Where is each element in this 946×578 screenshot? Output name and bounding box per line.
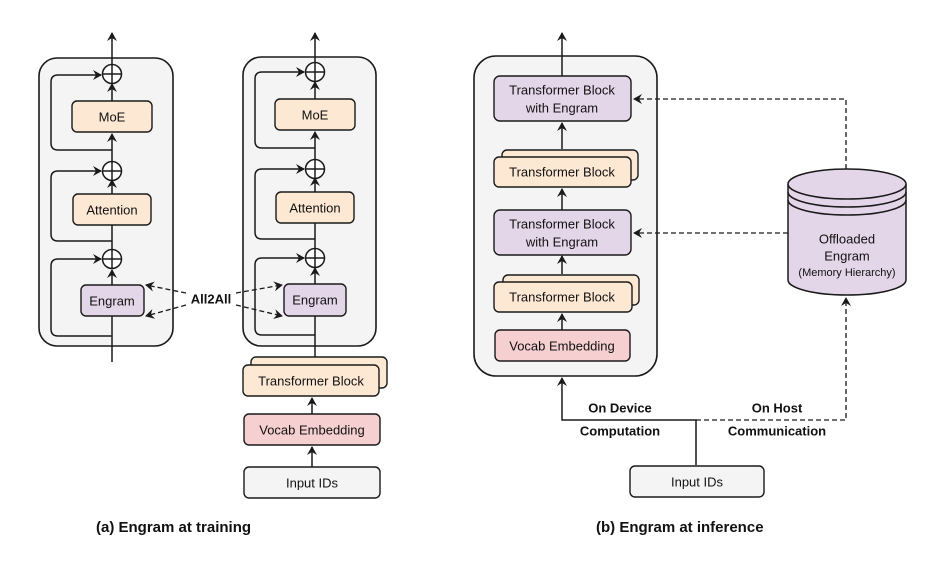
vocab-embedding-label: Vocab Embedding xyxy=(259,423,365,438)
tb-engram-mid-block xyxy=(493,209,632,256)
input-ids-label: Input IDs xyxy=(671,475,724,490)
input-ids-block xyxy=(629,465,765,498)
tb-engram-mid-line2: with Engram xyxy=(525,235,598,250)
tb-upper-label: Transformer Block xyxy=(509,165,615,180)
tb-engram-top-line2: with Engram xyxy=(525,101,598,116)
residual-moe xyxy=(50,70,112,151)
add-node xyxy=(304,158,326,180)
residual-engram xyxy=(50,254,112,337)
input-ids-label: Input IDs xyxy=(286,476,339,491)
all2all-label: All2All xyxy=(191,292,231,307)
computation-label: Computation xyxy=(580,424,660,439)
attention-block xyxy=(72,193,152,226)
moe-block xyxy=(71,100,153,133)
on-device-label: On Device xyxy=(588,401,652,416)
storage-label-line2: Engram xyxy=(824,249,870,264)
dashed-storage-to-top-engram xyxy=(633,94,847,169)
storage-label-line3: (Memory Hierarchy) xyxy=(798,267,895,279)
all2all-dashed-arrow xyxy=(145,281,187,294)
residual-attention xyxy=(254,164,315,240)
moe-label: MoE xyxy=(302,108,329,123)
training-input-path: Transformer Block Vocab Embedding Input … xyxy=(242,356,388,499)
engram-block xyxy=(283,283,347,317)
add-node xyxy=(101,160,123,182)
transformer-block-label: Transformer Block xyxy=(258,374,364,389)
engram-label: Engram xyxy=(292,293,338,308)
moe-label: MoE xyxy=(99,110,126,125)
tb-lower-label: Transformer Block xyxy=(509,290,615,305)
input-ids-block xyxy=(243,466,381,499)
attention-label: Attention xyxy=(289,201,340,216)
engram-block xyxy=(80,284,145,317)
transformer-block xyxy=(242,364,380,397)
storage-cylinder-body xyxy=(787,184,907,296)
host-path xyxy=(696,297,851,421)
communication-label: Communication xyxy=(728,424,826,439)
add-node xyxy=(101,63,123,85)
tb-engram-mid-line1: Transformer Block xyxy=(509,217,615,232)
all2all-dashed-arrow xyxy=(145,304,187,319)
attention-label: Attention xyxy=(86,203,137,218)
tb-upper-block xyxy=(493,156,632,188)
all2all-connections: All2All xyxy=(145,281,283,320)
caption-inference: (b) Engram at inference xyxy=(596,519,764,536)
moe-block xyxy=(274,98,356,131)
training-left-stack: MoE Attention Engram xyxy=(38,32,174,362)
residual-attention xyxy=(50,166,112,242)
inference-stack: Transformer Block with Engram Transforme… xyxy=(473,32,658,377)
on-host-label: On Host xyxy=(752,401,803,416)
vocab-embedding-block xyxy=(494,329,631,362)
training-right-stack: MoE Attention Engram xyxy=(242,32,377,365)
tb-engram-top-block xyxy=(493,75,632,122)
engram-label: Engram xyxy=(89,294,135,309)
storage-cylinder-top xyxy=(787,168,907,200)
tb-lower-block xyxy=(493,281,633,313)
tb-engram-top-line1: Transformer Block xyxy=(509,83,615,98)
offloaded-engram-storage: Offloaded Engram (Memory Hierarchy) xyxy=(787,168,907,296)
vocab-embedding-block xyxy=(243,413,381,446)
inference-input-routing: On Device Computation On Host Communicat… xyxy=(557,297,851,498)
attention-block xyxy=(275,191,355,224)
vocab-embedding-label: Vocab Embedding xyxy=(509,339,615,354)
device-path xyxy=(557,377,697,465)
storage-label-line1: Offloaded xyxy=(819,232,875,247)
add-node xyxy=(304,247,326,269)
residual-engram xyxy=(254,253,315,336)
caption-training: (a) Engram at training xyxy=(96,519,251,536)
add-node xyxy=(101,248,123,270)
residual-moe xyxy=(254,67,315,149)
add-node xyxy=(304,61,326,83)
